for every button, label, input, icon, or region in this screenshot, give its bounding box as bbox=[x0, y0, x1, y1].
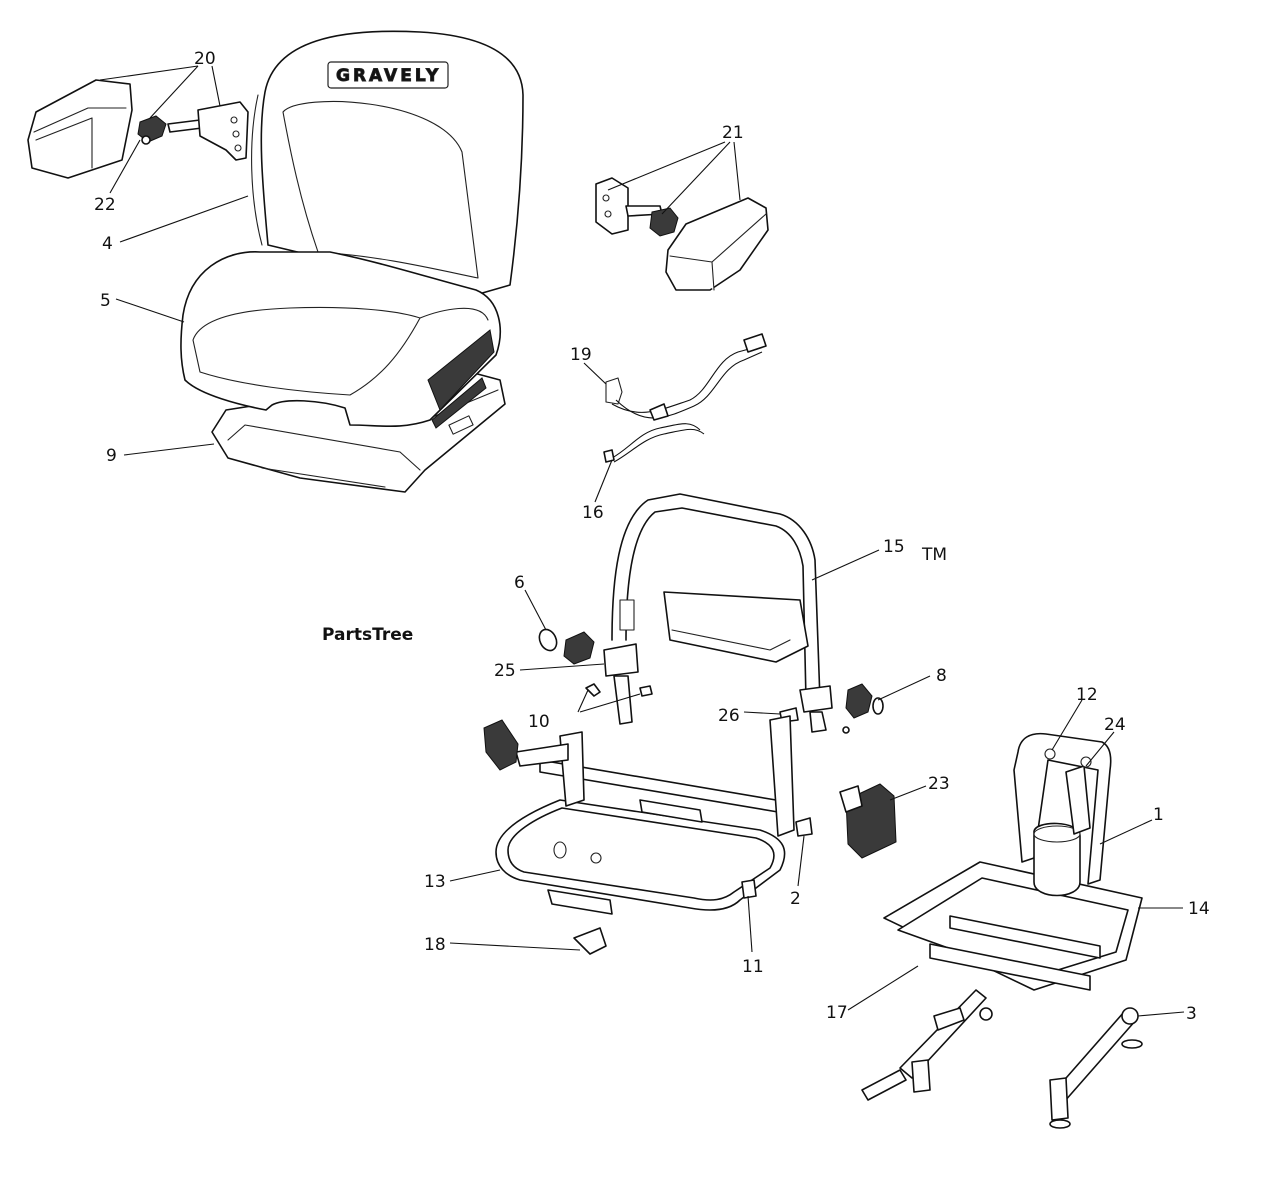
callout-2: 2 bbox=[790, 889, 801, 909]
logo-plate bbox=[327, 61, 449, 89]
callout-9: 9 bbox=[106, 446, 117, 466]
callout-24: 24 bbox=[1104, 715, 1126, 735]
callout-3: 3 bbox=[1186, 1004, 1197, 1024]
callout-15: 15 bbox=[883, 537, 905, 557]
callout-1: 1 bbox=[1153, 805, 1164, 825]
callout-18: 18 bbox=[424, 935, 446, 955]
right-armrest bbox=[595, 177, 769, 291]
callout-5: 5 bbox=[100, 291, 111, 311]
adjusters bbox=[538, 628, 884, 734]
callout-21: 21 bbox=[722, 123, 744, 143]
suspension bbox=[883, 732, 1143, 991]
callout-19: 19 bbox=[570, 345, 592, 365]
callouts: 1 2 3 4 5 6 8 9 10 11 12 13 14 15 16 17 … bbox=[94, 49, 1210, 1024]
seat-assembly: GRAVELY bbox=[180, 30, 524, 493]
callout-6: 6 bbox=[514, 573, 525, 593]
callout-20: 20 bbox=[194, 49, 216, 69]
callout-16: 16 bbox=[582, 503, 604, 523]
leader-lines bbox=[99, 65, 1185, 1017]
wire-harness bbox=[603, 333, 767, 463]
watermark-trademark: TM bbox=[921, 545, 947, 565]
slide-rails bbox=[861, 989, 1143, 1129]
callout-13: 13 bbox=[424, 872, 446, 892]
callout-22: 22 bbox=[94, 195, 116, 215]
callout-8: 8 bbox=[936, 666, 947, 686]
callout-11: 11 bbox=[742, 957, 764, 977]
callout-12: 12 bbox=[1076, 685, 1098, 705]
left-armrest bbox=[27, 79, 249, 179]
callout-4: 4 bbox=[102, 234, 113, 254]
back-frame bbox=[611, 493, 821, 701]
callout-23: 23 bbox=[928, 774, 950, 794]
callout-17: 17 bbox=[826, 1003, 848, 1023]
callout-14: 14 bbox=[1188, 899, 1210, 919]
callout-26: 26 bbox=[718, 706, 740, 726]
watermark-text: PartsTree bbox=[322, 625, 413, 645]
seat-logo-text: GRAVELY bbox=[336, 66, 441, 86]
callout-10: 10 bbox=[528, 712, 550, 732]
callout-25: 25 bbox=[494, 661, 516, 681]
seat-frame bbox=[483, 715, 897, 955]
